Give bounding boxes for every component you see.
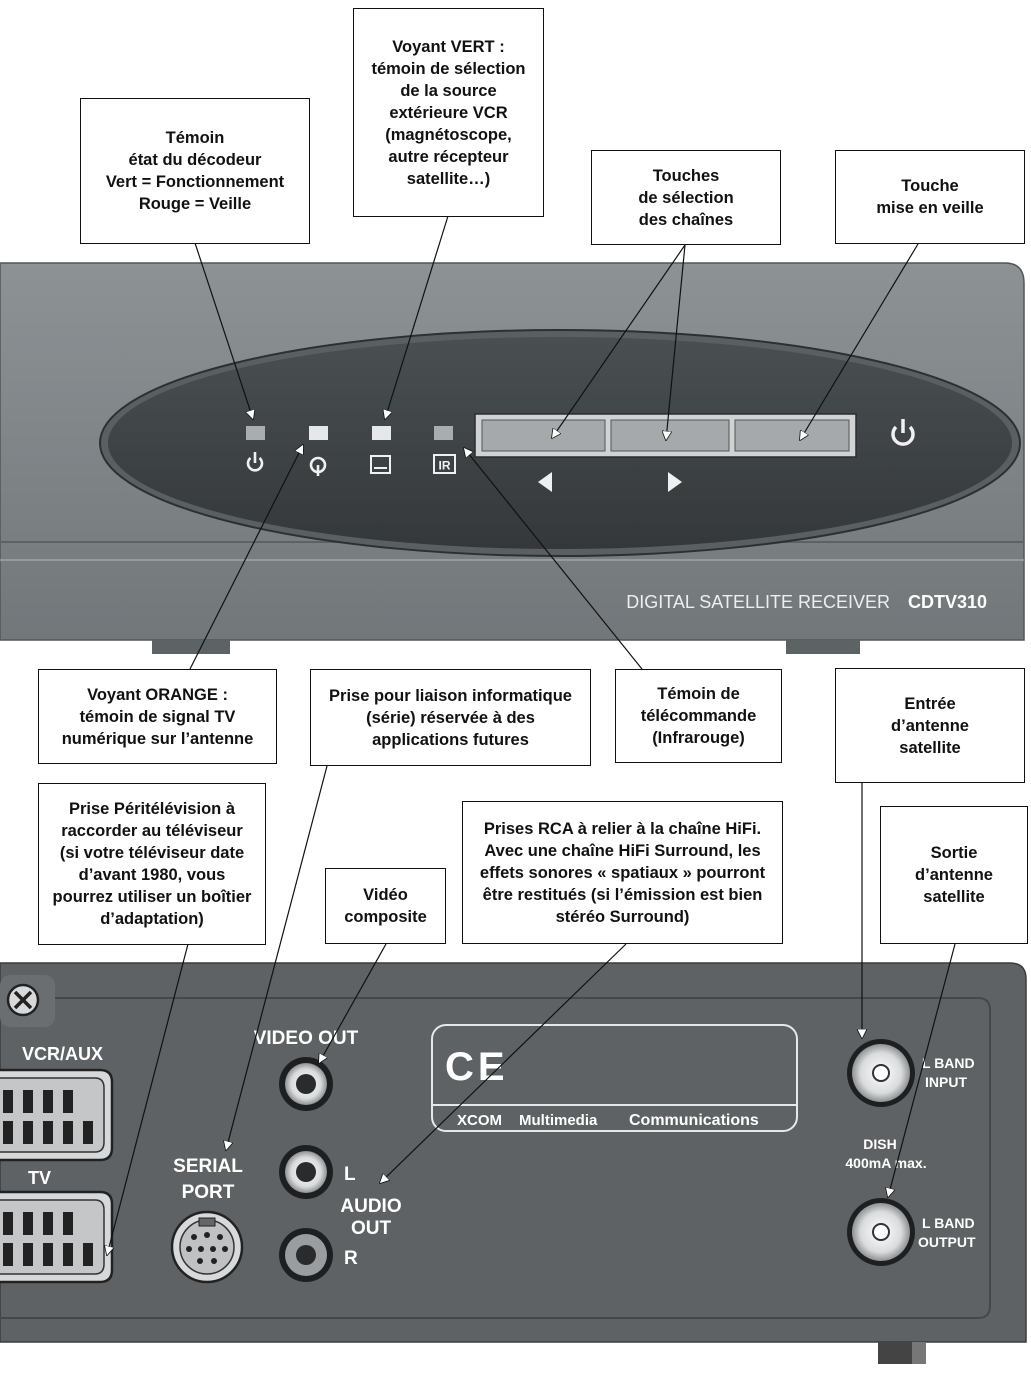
led-orange-signal [309, 426, 328, 440]
callout-rca: Prises RCA à relier à la chaîne HiFi. Av… [462, 801, 783, 944]
left-arrow-icon [538, 472, 552, 492]
channel-down-button[interactable] [481, 419, 606, 452]
serial-port-connector [170, 1210, 244, 1284]
callout-standby-key-text: Touche mise en veille [876, 177, 984, 217]
channel-up-button[interactable] [610, 419, 730, 452]
power-icon-large [891, 419, 915, 446]
l-band-input-label-2: INPUT [925, 1074, 967, 1090]
led-ir-remote [434, 426, 453, 440]
vcr-source-icon [370, 455, 391, 474]
tv-label: TV [28, 1168, 51, 1188]
vcr-aux-label: VCR/AUX [22, 1044, 103, 1064]
leader-ir-remote [464, 448, 643, 670]
led-decoder-status [246, 426, 265, 440]
brand-xcom: XCOM [457, 1112, 502, 1129]
callout-antenna-output-text: Sortie d’antenne satellite [915, 844, 993, 906]
audio-left-jack [279, 1145, 333, 1199]
callout-decoder-status: Témoin état du décodeur Vert = Fonctionn… [80, 98, 310, 244]
leader-decoder-status [194, 242, 253, 419]
audio-out-label-2: OUT [351, 1218, 392, 1239]
model-text: DIGITAL SATELLITE RECEIVER [626, 592, 890, 612]
serial-port-label-2: PORT [182, 1182, 235, 1203]
callout-green-vcr-text: Voyant VERT : témoin de sélection de la … [371, 37, 526, 188]
callout-scart-text: Prise Péritélévision à raccorder au télé… [52, 800, 252, 928]
l-band-input-label-1: L BAND [922, 1055, 975, 1071]
l-band-output-connector [847, 1198, 915, 1266]
callout-orange-signal: Voyant ORANGE : témoin de signal TV numé… [38, 669, 277, 764]
callout-antenna-input-text: Entrée d’antenne satellite [891, 694, 969, 757]
callout-decoder-status-text: Témoin état du décodeur Vert = Fonctionn… [105, 129, 285, 213]
callout-composite-video-text: Vidéo composite [344, 886, 427, 926]
leader-audio-out [380, 943, 627, 1183]
tv-scart-connector [0, 1190, 114, 1284]
callout-green-vcr: Voyant VERT : témoin de sélection de la … [353, 8, 544, 217]
callout-antenna-output: Sortie d’antenne satellite [880, 806, 1028, 944]
rear-panel: VCR/AUX TV SERIA [0, 962, 1027, 1364]
callout-serial-port: Prise pour liaison informatique (série) … [310, 669, 591, 766]
audio-l-label: L [344, 1164, 356, 1185]
serial-port-label-1: SERIAL [173, 1156, 243, 1177]
callout-antenna-input: Entrée d’antenne satellite [835, 668, 1025, 783]
dish-label-2: 400mA max. [845, 1155, 926, 1171]
audio-right-jack [279, 1228, 333, 1282]
leader-green-vcr [385, 215, 449, 419]
vcr-aux-scart-connector [0, 1068, 114, 1162]
led-green-vcr [372, 426, 391, 440]
brand-multimedia: Multimedia [519, 1112, 598, 1129]
screw-icon [6, 983, 40, 1017]
callout-serial-port-text: Prise pour liaison informatique (série) … [329, 686, 572, 749]
callout-rca-text: Prises RCA à relier à la chaîne HiFi. Av… [479, 819, 766, 926]
callout-channel-keys: Touches de sélection des chaînes [591, 150, 781, 245]
antenna-signal-icon [309, 456, 327, 476]
video-out-jack [279, 1057, 333, 1111]
l-band-output-label-1: L BAND [922, 1215, 975, 1231]
standby-button[interactable] [734, 419, 850, 452]
front-panel: IR DIGITAL SATELLITE RECEIVER CDTV310 [0, 262, 1025, 654]
leader-channel-down [552, 244, 686, 438]
leader-tv-scart [107, 943, 189, 1255]
leader-serial-port [226, 765, 328, 1150]
callout-standby-key: Touche mise en veille [835, 150, 1025, 244]
callout-ir-remote-text: Témoin de télécommande (Infrarouge) [640, 685, 757, 747]
brand-communications: Communications [629, 1112, 759, 1129]
ce-mark-icon: CE [445, 1045, 509, 1089]
audio-out-label-1: AUDIO [340, 1196, 401, 1217]
ce-label-plate: CE XCOM Multimedia Communications [431, 1024, 798, 1132]
l-band-output-label-2: OUTPUT [918, 1234, 976, 1250]
svg-text:IR: IR [439, 459, 451, 473]
leader-l-band-output [888, 943, 956, 1197]
callout-composite-video: Vidéo composite [325, 868, 446, 944]
callout-ir-remote: Témoin de télécommande (Infrarouge) [615, 669, 782, 763]
audio-r-label: R [344, 1248, 358, 1269]
dish-label-1: DISH [863, 1136, 896, 1152]
leader-lines [107, 215, 956, 1255]
l-band-input-connector [847, 1039, 915, 1107]
leader-video-out [319, 943, 387, 1063]
right-arrow-icon [668, 472, 682, 492]
callout-channel-keys-text: Touches de sélection des chaînes [638, 166, 734, 229]
ir-icon: IR [433, 454, 456, 474]
callout-orange-signal-text: Voyant ORANGE : témoin de signal TV numé… [61, 685, 254, 748]
leader-standby [800, 243, 919, 440]
video-out-label: VIDEO OUT [254, 1028, 359, 1049]
leader-orange-signal [189, 445, 303, 670]
power-icon-small [246, 452, 264, 472]
leader-channel-up [666, 244, 686, 440]
callout-scart: Prise Péritélévision à raccorder au télé… [38, 783, 266, 945]
model-number: CDTV310 [908, 592, 987, 612]
